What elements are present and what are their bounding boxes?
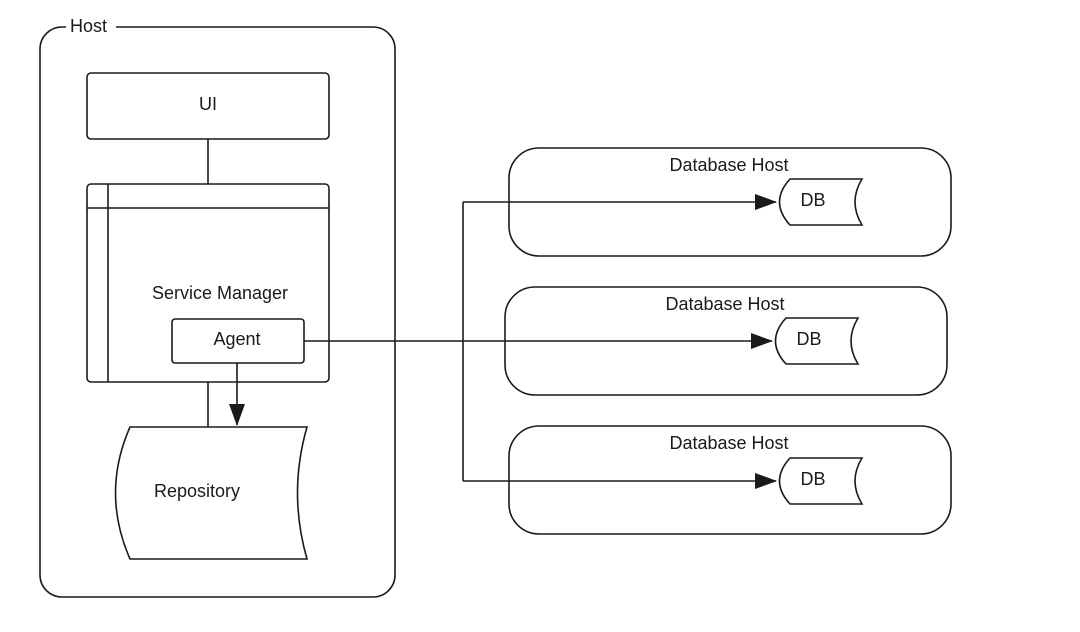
host-label: Host (70, 16, 107, 36)
db-label: DB (800, 190, 825, 210)
database-host-3: Database Host DB (508, 425, 952, 535)
agent-label: Agent (213, 329, 260, 349)
db-store-3: DB (778, 457, 864, 505)
database-host-label: Database Host (669, 433, 788, 453)
db-label: DB (800, 469, 825, 489)
db-label: DB (796, 329, 821, 349)
db-store-1: DB (778, 178, 864, 226)
db-store-2: DB (774, 317, 860, 365)
repository-label: Repository (154, 481, 240, 501)
database-host-label: Database Host (665, 294, 784, 314)
repository-store: Repository (114, 426, 309, 560)
ui-label: UI (199, 94, 217, 114)
agent-box: Agent (171, 318, 305, 364)
service-manager-label: Service Manager (152, 283, 288, 303)
ui-box: UI (86, 72, 330, 140)
database-host-label: Database Host (669, 155, 788, 175)
